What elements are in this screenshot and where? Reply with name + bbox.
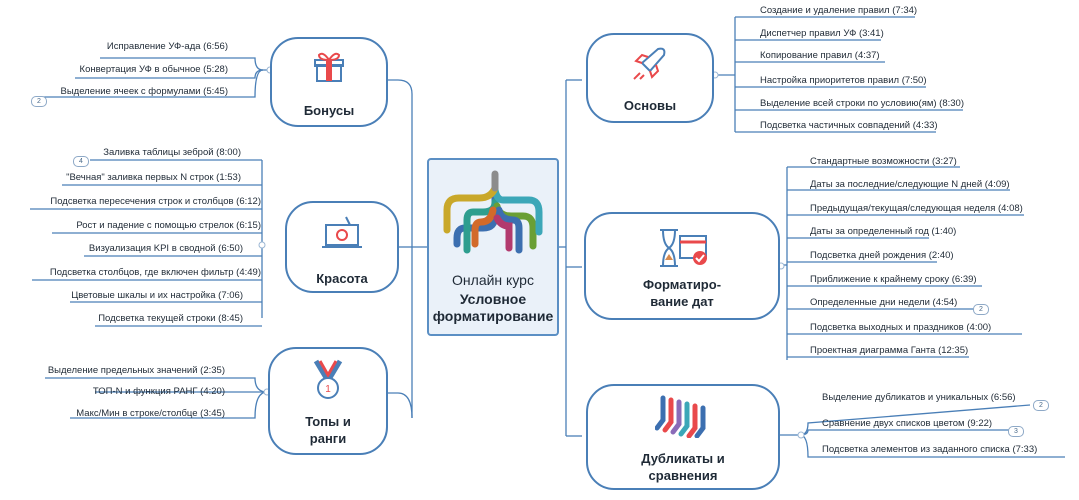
leaf-item[interactable]: Выделение ячеек с формулами (5:45) — [60, 86, 228, 97]
hourglass-calendar-icon — [660, 229, 707, 267]
svg-text:1: 1 — [325, 384, 331, 395]
topic-dates[interactable]: Форматиро-вание дат — [584, 212, 780, 320]
leaf-item[interactable]: Проектная диаграмма Ганта (12:35) — [810, 345, 969, 356]
leaf-item[interactable]: Сравнение двух списков цветом (9:22) — [822, 418, 993, 429]
laptop-paint-icon — [322, 216, 362, 248]
topic-label: Форматиро-вание дат — [642, 277, 722, 309]
topic-duplicates[interactable]: Дубликаты и сравнения — [586, 384, 780, 490]
central-title-line1: Онлайн курс — [452, 272, 534, 288]
central-node: Онлайн курс Условное форматирование — [427, 158, 559, 336]
leaf-item[interactable]: Выделение всей строки по условию(ям) (8:… — [760, 98, 964, 109]
leaf-item[interactable]: Копирование правил (4:37) — [760, 50, 880, 61]
medal-icon: 1 — [313, 359, 343, 399]
leaf-item[interactable]: Выделение дубликатов и уникальных (6:56) — [822, 392, 1016, 403]
count-badge[interactable]: 2 — [973, 304, 989, 315]
leaf-item[interactable]: Подсветка столбцов, где включен фильтр (… — [49, 267, 261, 278]
pencils-branches-icon — [443, 170, 543, 254]
socks-icon — [655, 395, 706, 438]
leaf-item[interactable]: Заливка таблицы зеброй (8:00) — [103, 147, 241, 158]
leaf-item[interactable]: Определенные дни недели (4:54) — [810, 297, 958, 308]
leaf-item[interactable]: Исправление УФ-ада (6:56) — [106, 41, 228, 52]
gift-icon — [314, 52, 344, 82]
leaf-item[interactable]: Даты за определенный год (1:40) — [810, 226, 957, 237]
leaf-item[interactable]: Конвертация УФ в обычное (5:28) — [79, 64, 228, 75]
leaf-item[interactable]: Визуализация KPI в сводной (6:50) — [88, 243, 243, 254]
leaf-item[interactable]: "Вечная" заливка первых N строк (1:53) — [66, 172, 241, 183]
leaf-item[interactable]: Рост и падение с помощью стрелок (6:15) — [76, 220, 261, 231]
topic-label: Топы и ранги — [305, 414, 351, 446]
count-badge[interactable]: 4 — [73, 156, 89, 167]
leaf-item[interactable]: Макс/Мин в строке/столбце (3:45) — [76, 408, 225, 419]
topic-label: Основы — [623, 98, 677, 113]
leaf-item[interactable]: Даты за последние/следующие N дней (4:09… — [810, 179, 1010, 190]
leaf-item[interactable]: Подсветка текущей строки (8:45) — [98, 313, 243, 324]
leaf-item[interactable]: ТОП-N и функция РАНГ (4:20) — [92, 386, 225, 397]
leaf-item[interactable]: Приближение к крайнему сроку (6:39) — [810, 274, 977, 285]
topic-basics[interactable]: Основы — [586, 33, 714, 123]
central-title-line2: Условное форматирование — [432, 291, 554, 324]
leaf-item[interactable]: Подсветка пересечения строк и столбцов (… — [50, 196, 261, 207]
count-badge[interactable]: 2 — [1033, 400, 1049, 411]
leaf-item[interactable]: Цветовые шкалы и их настройка (7:06) — [71, 290, 243, 301]
count-badge[interactable]: 3 — [1008, 426, 1024, 437]
leaf-item[interactable]: Стандартные возможности (3:27) — [810, 156, 957, 167]
leaf-item[interactable]: Подсветка частичных совпадений (4:33) — [760, 120, 938, 131]
topic-bonuses[interactable]: Бонусы — [270, 37, 388, 127]
topic-label: Бонусы — [303, 103, 355, 118]
topic-label: Дубликаты и сравнения — [641, 451, 725, 483]
count-badge[interactable]: 2 — [31, 96, 47, 107]
leaf-item[interactable]: Подсветка выходных и праздников (4:00) — [810, 322, 992, 333]
leaf-item[interactable]: Выделение предельных значений (2:35) — [47, 365, 225, 376]
leaf-item[interactable]: Диспетчер правил УФ (3:41) — [760, 28, 884, 39]
leaf-item[interactable]: Создание и удаление правил (7:34) — [760, 5, 918, 16]
leaf-item[interactable]: Подсветка дней рождения (2:40) — [810, 250, 954, 261]
leaf-item[interactable]: Предыдущая/текущая/следующая неделя (4:0… — [810, 203, 1023, 214]
topic-label: Красота — [316, 271, 368, 286]
leaf-item[interactable]: Подсветка элементов из заданного списка … — [822, 444, 1038, 455]
topic-beauty[interactable]: Красота — [285, 201, 399, 293]
topic-tops[interactable]: 1 Топы и ранги — [268, 347, 388, 455]
leaf-item[interactable]: Настройка приоритетов правил (7:50) — [760, 75, 927, 86]
rocket-icon — [633, 47, 666, 80]
